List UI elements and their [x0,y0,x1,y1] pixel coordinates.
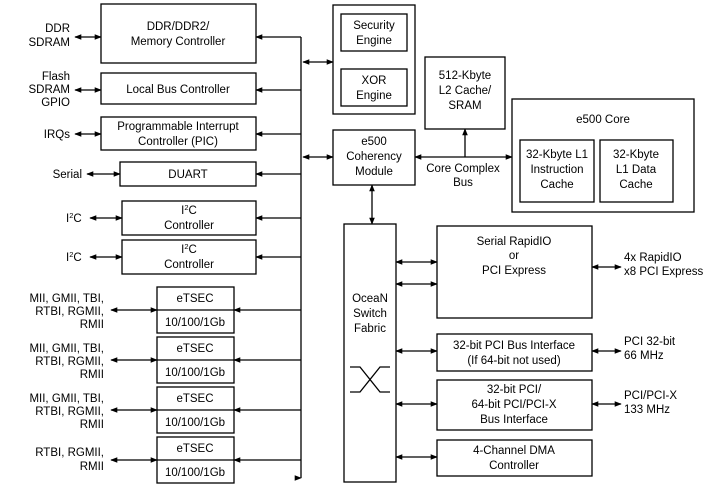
pic-line1: Programmable Interrupt [117,121,239,133]
flash-label-1: Flash [42,71,70,83]
l2-cache: 512-Kbyte L2 Cache/ SRAM [424,56,506,130]
l1-dcache-line2: L1 Data [616,164,657,176]
pic-line2: Controller (PIC) [138,136,218,148]
ddr-ctrl-line2: Memory Controller [131,36,226,48]
pci32-if-line1: 32-bit PCI Bus Interface [453,340,575,352]
ocean-line1: OceaN [352,293,388,305]
local-bus-label: Local Bus Controller [126,84,230,96]
pcix-if-line3: Bus Interface [480,414,548,426]
crossbar-icon [350,366,390,393]
pcix-label-1: PCI/PCI-X [624,390,677,402]
i2c-a-label: I2C [66,211,82,225]
rapidio-label-2: x8 PCI Express [624,266,703,278]
i2c-b-label: I2C [66,250,82,264]
etsec-2: eTSEC 10/100/1Gb [156,336,235,384]
l2-line2: L2 Cache/ [439,85,492,97]
dma-controller: 4-Channel DMA Controller [436,439,593,477]
mii3-line2: RTBI, RGMII, [35,406,104,418]
mii1-line1: MII, GMII, TBI, [29,293,104,305]
pcix-if-line2: 64-bit PCI/PCI-X [472,399,557,411]
mii3-line1: MII, GMII, TBI, [29,393,104,405]
duart: DUART [119,161,257,187]
flash-label-2: SDRAM [28,84,70,96]
coherency-module: e500 Coherency Module [332,129,416,186]
ddr-memory-controller: DDR/DDR2/ Memory Controller [100,3,257,64]
etsec-3-speed: 10/100/1Gb [165,417,225,429]
pic-controller: Programmable Interrupt Controller (PIC) [100,116,257,151]
pci32-interface: 32-bit PCI Bus Interface (If 64-bit not … [436,333,593,372]
etsec-2-name: eTSEC [176,343,213,355]
srio-line3: PCI Express [482,265,546,277]
etsec-1-name: eTSEC [176,293,213,305]
etsec-3: eTSEC 10/100/1Gb [156,386,235,434]
flash-label-3: GPIO [41,97,70,109]
mii2-line3: RMII [80,369,104,381]
mii2-line1: MII, GMII, TBI, [29,343,104,355]
xor-line1: XOR [362,75,387,87]
i2c-ctrl-b-line2: Controller [164,259,214,271]
l1-dcache-line1: 32-Kbyte [613,149,659,161]
i2c-ctrl-a-line1: I2C [181,203,197,217]
dma-line1: 4-Channel DMA [473,445,555,457]
pci32-if-line2: (If 64-bit not used) [467,355,560,367]
l2-line3: SRAM [448,100,481,112]
l1-icache-line2: Instruction [530,164,583,176]
ddr-label-2: SDRAM [28,37,70,49]
coherency-line2: Coherency [346,151,402,163]
mii1-line2: RTBI, RGMII, [35,306,104,318]
pci32-label-2: 66 MHz [624,350,664,362]
l1-dcache-line3: Cache [619,179,652,191]
etsec-4: eTSEC 10/100/1Gb [156,436,235,484]
srio-line2: or [509,250,519,262]
l1-icache-line1: 32-Kbyte L1 [526,149,588,161]
pcix-interface: 32-bit PCI/ 64-bit PCI/PCI-X Bus Interfa… [436,379,593,431]
mii1-line3: RMII [80,319,104,331]
security-line1: Security [353,20,395,32]
serial-label: Serial [53,169,82,181]
ocean-switch-fabric: OceaN Switch Fabric [343,223,397,483]
mii3-line3: RMII [80,419,104,431]
srio-line1: Serial RapidIO [477,236,552,248]
mii2-line2: RTBI, RGMII, [35,356,104,368]
mii4-line2: RMII [80,461,104,473]
e500-core-title: e500 Core [576,114,630,126]
pci32-label-1: PCI 32-bit [624,336,676,348]
l1-icache-line3: Cache [540,179,573,191]
etsec-3-name: eTSEC [176,393,213,405]
i2c-controller-b: I2C Controller [121,239,257,275]
ddr-label-1: DDR [45,23,70,35]
etsec-2-speed: 10/100/1Gb [165,367,225,379]
e500-core: e500 Core 32-Kbyte L1 Instruction Cache … [511,98,695,213]
ocean-line2: Switch [353,308,387,320]
irqs-label: IRQs [44,129,70,141]
ocean-line3: Fabric [354,323,386,335]
mii4-line1: RTBI, RGMII, [35,447,104,459]
l2-line1: 512-Kbyte [439,70,491,82]
duart-label: DUART [168,169,207,181]
xor-line2: Engine [356,90,392,102]
pcix-label-2: 133 MHz [624,404,670,416]
etsec-4-speed: 10/100/1Gb [165,467,225,479]
ccb-label-2: Bus [453,177,473,189]
etsec-1: eTSEC 10/100/1Gb [156,286,235,334]
local-bus-controller: Local Bus Controller [100,72,257,105]
coherency-line1: e500 [361,136,387,148]
dma-line2: Controller [489,460,539,472]
ccb-label-1: Core Complex [426,163,500,175]
ddr-ctrl-line1: DDR/DDR2/ [147,21,210,33]
serial-rapidio-block: Serial RapidIO or PCI Express [436,225,593,319]
etsec-1-speed: 10/100/1Gb [165,317,225,329]
i2c-ctrl-a-line2: Controller [164,220,214,232]
i2c-ctrl-b-line1: I2C [181,242,197,256]
pcix-if-line1: 32-bit PCI/ [487,384,542,396]
i2c-controller-a: I2C Controller [121,200,257,236]
rapidio-label-1: 4x RapidIO [624,252,682,264]
engine-group: Security Engine XOR Engine [332,4,416,115]
etsec-4-name: eTSEC [176,443,213,455]
coherency-line3: Module [355,166,393,178]
security-line2: Engine [356,35,392,47]
